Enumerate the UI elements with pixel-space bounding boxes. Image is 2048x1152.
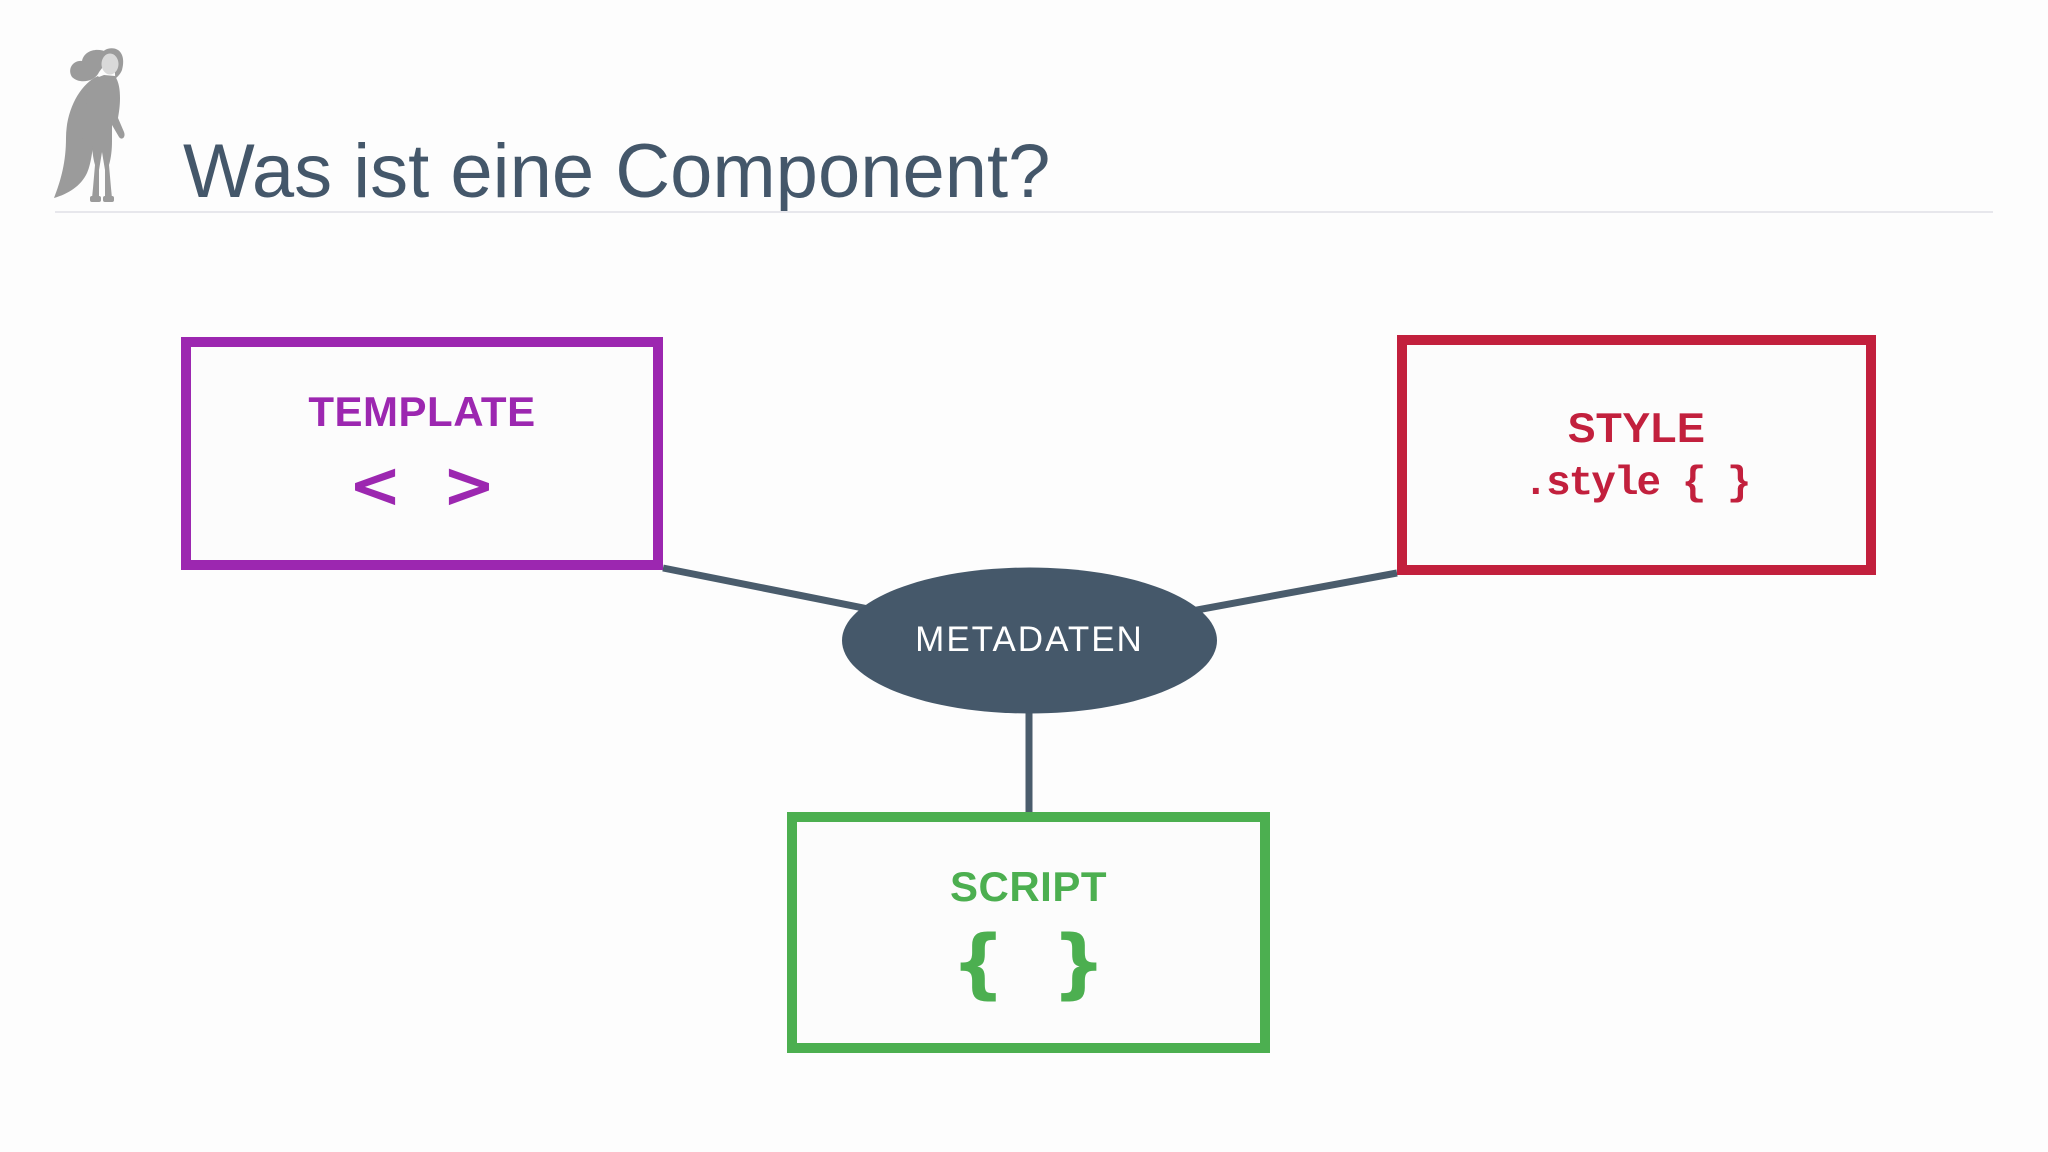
metadata-ellipse bbox=[842, 567, 1217, 714]
template-label: TEMPLATE bbox=[308, 387, 536, 435]
script-code: { } bbox=[951, 917, 1116, 1007]
script-box: SCRIPT { } bbox=[787, 812, 1270, 1053]
slide-title: Was ist eine Component? bbox=[183, 128, 1051, 214]
style-code: .style { } bbox=[1523, 460, 1751, 507]
script-label: SCRIPT bbox=[949, 862, 1107, 910]
style-box: STYLE .style { } bbox=[1397, 335, 1876, 575]
superheroine-logo-icon bbox=[54, 48, 125, 202]
header-divider bbox=[55, 211, 1993, 213]
style-label: STYLE bbox=[1567, 403, 1706, 451]
template-code: < > bbox=[348, 448, 505, 523]
metadata-label: METADATEN bbox=[915, 620, 1144, 659]
template-box: TEMPLATE < > bbox=[181, 337, 663, 570]
